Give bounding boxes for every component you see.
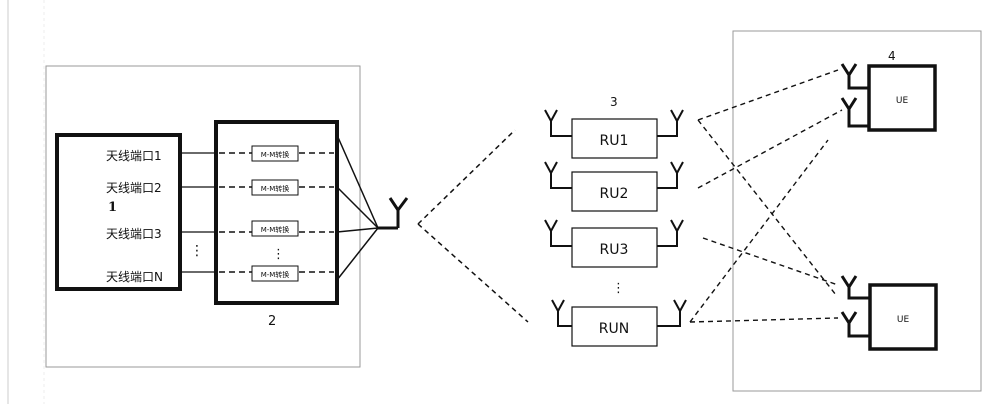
left-frame — [45, 65, 361, 368]
svg-text:RU1: RU1 — [600, 133, 629, 149]
ru-box-n: RUN — [571, 306, 658, 347]
ue-box-2: UE — [868, 283, 938, 351]
ru-group-label: 3 — [610, 95, 618, 109]
antenna-port-block — [55, 133, 182, 291]
block-2-label: 2 — [268, 314, 276, 329]
fan-in-lines — [336, 134, 379, 281]
port-label-3: 天线端口3 — [106, 227, 162, 241]
svg-text:UE: UE — [896, 96, 909, 106]
broadcast-dashes — [417, 129, 529, 323]
ue-antennas — [840, 63, 870, 338]
ru-box-1: RU1 — [571, 118, 658, 159]
ru-left-antennas — [544, 109, 572, 327]
svg-text:M-M转换: M-M转换 — [261, 184, 290, 193]
svg-text:UE: UE — [897, 315, 910, 325]
ru-box-3: RU3 — [571, 227, 658, 268]
port-label-n: 天线端口N — [106, 270, 163, 284]
svg-text:RUN: RUN — [599, 321, 629, 337]
converter-box-2: M-M转换 — [251, 179, 299, 196]
port-label-2: 天线端口2 — [106, 181, 162, 195]
svg-text:RU3: RU3 — [600, 242, 629, 258]
converter-box-n: M-M转换 — [251, 265, 299, 282]
block-1-label: 1 — [108, 200, 117, 215]
ue-group-label: 4 — [888, 49, 896, 63]
svg-text:M-M转换: M-M转换 — [261, 225, 290, 234]
converter-box-3: M-M转换 — [251, 220, 299, 237]
converter-dashed-lines — [219, 152, 334, 273]
ports-ellipsis: ⋮ — [190, 243, 204, 259]
wireless-links — [689, 69, 843, 323]
port-links — [180, 152, 216, 273]
port-label-1: 天线端口1 — [106, 149, 162, 163]
right-frame — [732, 30, 982, 392]
converter-ellipsis: ⋮ — [272, 247, 285, 262]
ue-box-1: UE — [867, 64, 937, 132]
svg-text:M-M转换: M-M转换 — [261, 150, 290, 159]
main-antenna-icon — [378, 197, 409, 230]
ru-ellipsis: ⋮ — [612, 281, 625, 296]
svg-text:M-M转换: M-M转换 — [261, 270, 290, 279]
converter-box-1: M-M转换 — [251, 145, 299, 162]
svg-text:RU2: RU2 — [600, 186, 629, 202]
ru-right-antennas — [657, 109, 687, 327]
ru-box-2: RU2 — [571, 171, 658, 212]
